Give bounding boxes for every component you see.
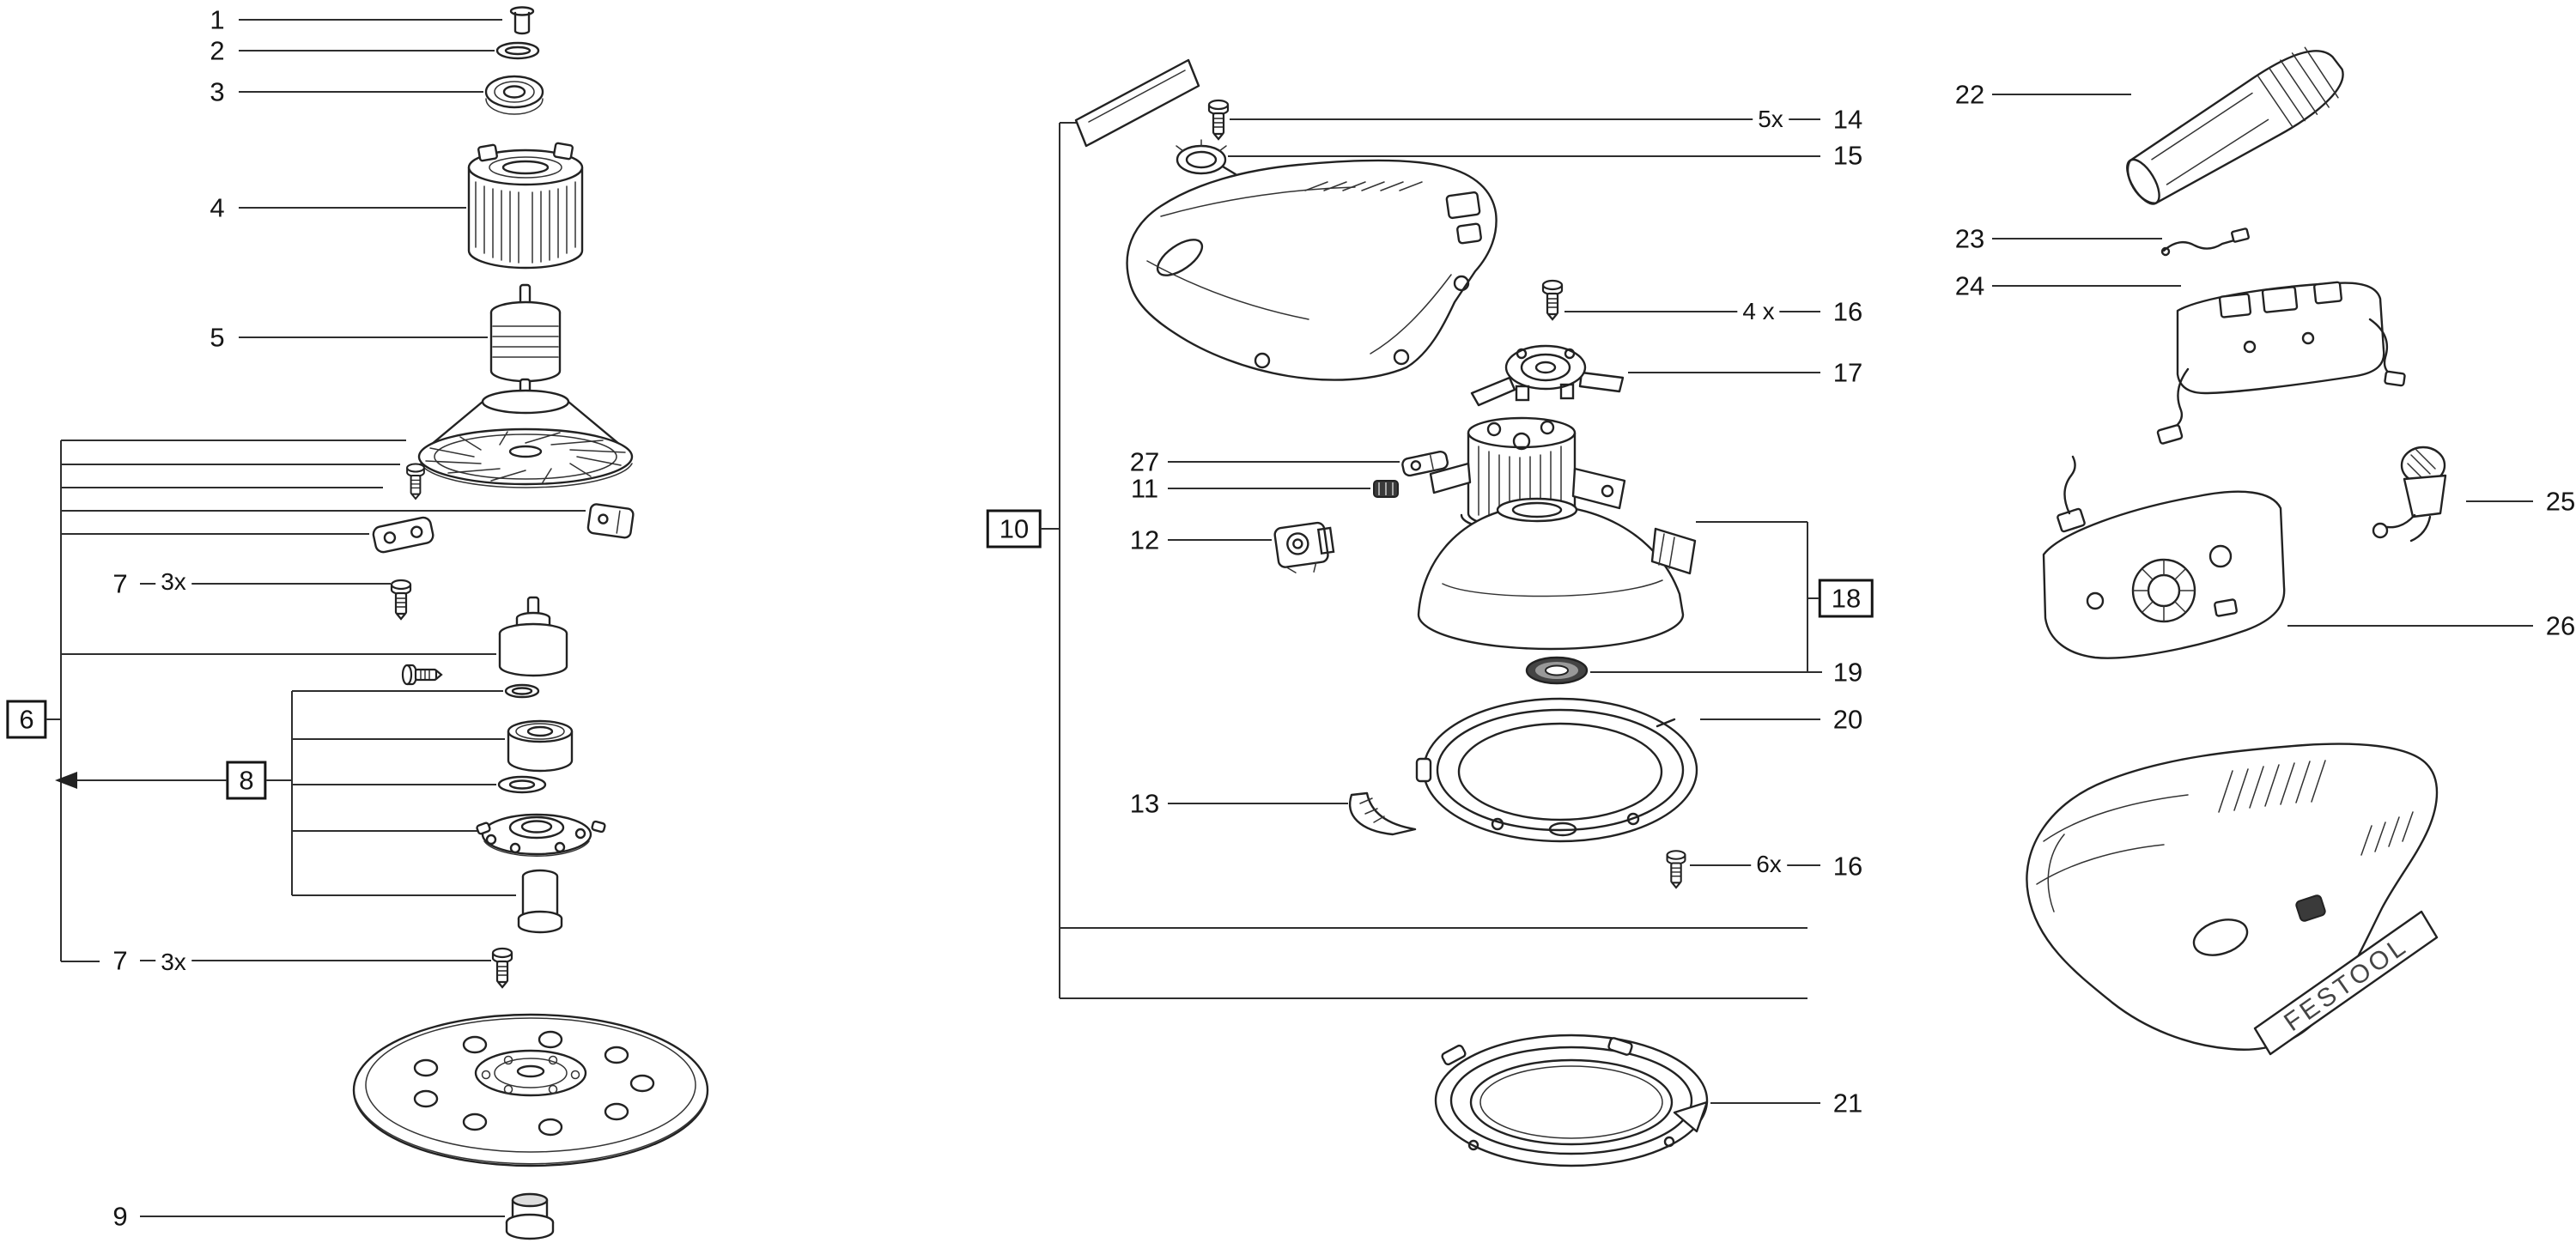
part-small-cylinder: [517, 869, 563, 934]
part-spindle-housing: [498, 596, 568, 677]
part-20-brake-ring: [1415, 697, 1698, 843]
part-9-foot: [505, 1192, 555, 1240]
assembly-group-label: 18: [1818, 579, 1874, 618]
part-15-cap: [1176, 139, 1237, 176]
part-17-bracket: [1470, 344, 1625, 407]
part-clip-left: [372, 516, 434, 554]
part-number-label: 15: [1832, 140, 1863, 171]
part-number-label: 20: [1832, 704, 1863, 735]
quantity-label: 3x: [155, 950, 191, 974]
part-number-label: 26: [2545, 610, 2576, 641]
part-24-electronics-module: [2156, 281, 2406, 445]
quantity-label: 3x: [155, 570, 191, 594]
part-23-cable: [2160, 227, 2250, 257]
part-number-label: 19: [1832, 657, 1863, 688]
assembly-direction-arrow: [55, 772, 77, 789]
part-number-label: 1: [210, 4, 225, 35]
part-number-label: 4: [210, 192, 225, 223]
part-housing-top: [1126, 159, 1498, 381]
part-number-label: 25: [2545, 486, 2576, 517]
part-flange-plate: [476, 813, 606, 858]
part-o-ring-small: [504, 683, 540, 699]
part-number-label: 22: [1954, 79, 1985, 110]
part-label-sticker: [1074, 58, 1200, 148]
part-number-label: 3: [210, 76, 225, 107]
part-12-brush-holder: [1273, 521, 1335, 573]
part-number-label: 23: [1954, 223, 1985, 254]
part-3-bearing: [484, 75, 544, 115]
part-number-label: 24: [1954, 270, 1985, 301]
part-27-clip: [1401, 450, 1449, 477]
part-number-label: 16: [1832, 851, 1863, 882]
part-25-connector: [2372, 446, 2447, 543]
part-19-bearing: [1525, 656, 1589, 685]
assembly-group-label: 10: [986, 509, 1042, 549]
part-number-label: 11: [1130, 473, 1159, 504]
part-2-o-ring: [495, 41, 540, 60]
assembly-group-label: 6: [6, 700, 47, 739]
part-1-screw: [509, 6, 535, 35]
quantity-label: 4 x: [1737, 300, 1780, 324]
part-number-label: 21: [1832, 1088, 1863, 1119]
part-5-rotor: [489, 283, 562, 395]
part-bearing-large: [507, 719, 574, 773]
part-number-label: 12: [1129, 524, 1160, 555]
part-washer: [497, 775, 547, 794]
part-4-stator: [467, 142, 584, 270]
part-fan-baffle: [417, 389, 634, 488]
part-21-ring: [1434, 1034, 1709, 1167]
part-number-label: 7: [112, 568, 128, 599]
quantity-label: 5x: [1753, 107, 1789, 131]
part-number-label: 17: [1832, 357, 1863, 388]
part-clip-right: [586, 503, 635, 539]
part-number-label: 14: [1832, 104, 1863, 135]
quantity-label: 6x: [1751, 852, 1787, 876]
part-number-label: 2: [210, 35, 225, 66]
part-number-label: 13: [1129, 788, 1160, 819]
part-sanding-pad: [352, 1013, 709, 1167]
part-number-label: 9: [112, 1201, 128, 1232]
assembly-group-label: 8: [226, 761, 267, 800]
part-number-label: 7: [112, 945, 128, 976]
part-26-power-module: [2042, 455, 2286, 659]
part-number-label: 5: [210, 322, 225, 353]
part-13-wedge: [1349, 791, 1417, 836]
part-fan-shroud: [1417, 497, 1697, 651]
part-number-label: 16: [1832, 296, 1863, 327]
part-11-grommet: [1373, 480, 1399, 498]
part-22-suction-hose: [2126, 46, 2344, 205]
part-number-label: 27: [1129, 446, 1160, 477]
